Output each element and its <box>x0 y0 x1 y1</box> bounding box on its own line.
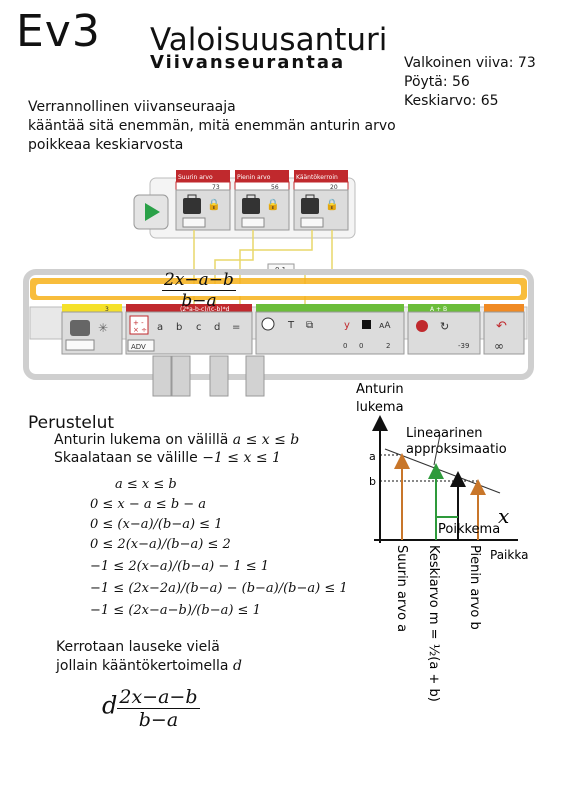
description-line: kääntää sitä enemmän, mitä enemmän antur… <box>28 118 396 134</box>
svg-text:d: d <box>214 322 220 333</box>
svg-text:0: 0 <box>343 342 347 350</box>
light-icon: ✳ <box>98 321 108 335</box>
ev3-program: Suurin arvo 73 🔒 Pienin arvo 56 🔒 Kääntö… <box>23 170 534 397</box>
white-line-value: Valkoinen viiva: 73 <box>404 55 536 71</box>
loop-end-block[interactable]: ↶ ∞ <box>483 304 525 355</box>
variable-block-gain[interactable]: Kääntökerroin 20 🔒 <box>293 170 349 231</box>
variable-label: Pienin arvo <box>237 174 271 181</box>
svg-text:2: 2 <box>386 342 390 350</box>
lock-icon: 🔒 <box>266 198 280 211</box>
compare-block[interactable]: T ⧉ y ᴀA 0 0 2 <box>255 304 405 355</box>
approx-pointer <box>433 434 441 466</box>
sensor-values: Valkoinen viiva: 73 Pöytä: 56 Keskiarvo:… <box>404 54 536 111</box>
svg-text:× ÷: × ÷ <box>133 326 147 334</box>
start-block[interactable] <box>133 194 169 230</box>
svg-text:T: T <box>287 320 295 331</box>
suitcase-icon <box>183 198 201 214</box>
math-ops-icon <box>129 315 149 335</box>
derivation-step: −1 ≤ (2x−a−b)/(b−a) ≤ 1 <box>90 603 261 618</box>
page-title: Valoisuusanturi <box>150 22 388 58</box>
description-line: poikkeaa keskiarvosta <box>28 137 184 153</box>
math-input-stubs <box>152 355 265 397</box>
variable-value[interactable]: 56 <box>271 184 279 191</box>
sensor-icon <box>70 320 90 336</box>
variable-value[interactable]: 20 <box>330 184 338 191</box>
approx-label: approksimaatio <box>406 442 507 457</box>
svg-text:+ -: + - <box>133 319 144 327</box>
svg-text:∞: ∞ <box>494 339 504 353</box>
perustelut-heading: Perustelut <box>28 413 115 433</box>
variable-block-max[interactable]: Suurin arvo 73 🔒 <box>175 170 231 231</box>
svg-text:c: c <box>196 322 202 333</box>
svg-text:⧉: ⧉ <box>306 320 313 331</box>
loop-arrow-icon: ↶ <box>496 319 507 334</box>
svg-text:a: a <box>157 322 163 333</box>
approx-label: Lineaarinen <box>406 426 482 441</box>
derivation-step: 0 ≤ (x−a)/(b−a) ≤ 1 <box>90 517 223 532</box>
svg-text:b: b <box>176 322 182 333</box>
svg-text:=: = <box>232 322 240 333</box>
move-steering-block[interactable]: A + B ↻ -39 <box>407 304 481 355</box>
derivation-step: −1 ≤ (2x−2a)/(b−a) − (b−a)/(b−a) ≤ 1 <box>90 581 348 596</box>
derivation-step: 0 ≤ 2(x−a)/(b−a) ≤ 2 <box>90 537 231 552</box>
lock-icon: 🔒 <box>207 198 221 211</box>
variable-block-min[interactable]: Pienin arvo 56 🔒 <box>234 170 290 231</box>
average-value: Keskiarvo: 65 <box>404 93 499 109</box>
color-sensor-block[interactable]: 3 ✳ <box>61 304 123 355</box>
svg-text:↻: ↻ <box>440 320 449 333</box>
y-axis-label: lukema <box>356 400 404 415</box>
svg-text:ADV: ADV <box>131 343 146 351</box>
table-value: Pöytä: 56 <box>404 74 470 90</box>
derivation-step: −1 ≤ 2(x−a)/(b−a) − 1 ≤ 1 <box>90 559 270 574</box>
variable-label: Kääntökerroin <box>296 174 338 181</box>
svg-text:y: y <box>344 320 350 331</box>
ev3-title: Ev3 <box>16 6 101 57</box>
svg-text:3: 3 <box>105 306 109 313</box>
svg-text:A + B: A + B <box>430 306 447 313</box>
perustelut-line2: Skaalataan se välille −1 ≤ x ≤ 1 <box>54 450 281 466</box>
play-icon <box>145 203 160 221</box>
description: Verrannollinen viivanseuraaja kääntää si… <box>28 98 448 155</box>
deviation-graph: Anturin lukema Lineaarinen approksimaati… <box>356 382 528 702</box>
x-symbol: x <box>498 504 509 528</box>
motor-icon <box>416 320 428 332</box>
page-subtitle: Viivanseurantaa <box>150 52 346 73</box>
suitcase-icon <box>242 198 260 214</box>
svg-text:b: b <box>369 475 376 488</box>
svg-text:-39: -39 <box>458 342 469 350</box>
x-axis-label: Paikka <box>490 548 528 562</box>
description-line: Verrannollinen viivanseuraaja <box>28 99 236 115</box>
y-axis-label: Anturin <box>356 382 404 397</box>
svg-text:a: a <box>369 450 376 463</box>
mid-label: Keskiarvo m = ½(a + b) <box>426 545 441 702</box>
math-formula[interactable]: (2*a-b-c)/(c-b)*d <box>180 306 230 313</box>
math-block[interactable]: (2*a-b-c)/(c-b)*d + - × ÷ a b c d = ADV <box>125 304 253 355</box>
variable-value[interactable]: 73 <box>212 184 220 191</box>
min-label: Pienin arvo b <box>467 545 482 630</box>
max-label: Suurin arvo a <box>394 545 409 632</box>
variable-label: Suurin arvo <box>178 174 213 181</box>
svg-text:0: 0 <box>359 342 363 350</box>
svg-text:ᴀA: ᴀA <box>379 321 391 331</box>
perustelut-line1: Anturin lukema on välillä a ≤ x ≤ b <box>54 432 300 448</box>
loop-block[interactable] <box>23 269 534 380</box>
target-icon <box>261 317 275 331</box>
derivation-step: 0 ≤ x − a ≤ b − a <box>90 497 207 512</box>
kerrotaan-text: Kerrotaan lauseke vielä jollain kääntöke… <box>56 639 242 674</box>
deviation-label: Poikkema <box>438 522 500 537</box>
suitcase-icon <box>301 198 319 214</box>
lock-icon: 🔒 <box>325 198 339 211</box>
derivation-step: a ≤ x ≤ b <box>115 477 177 492</box>
